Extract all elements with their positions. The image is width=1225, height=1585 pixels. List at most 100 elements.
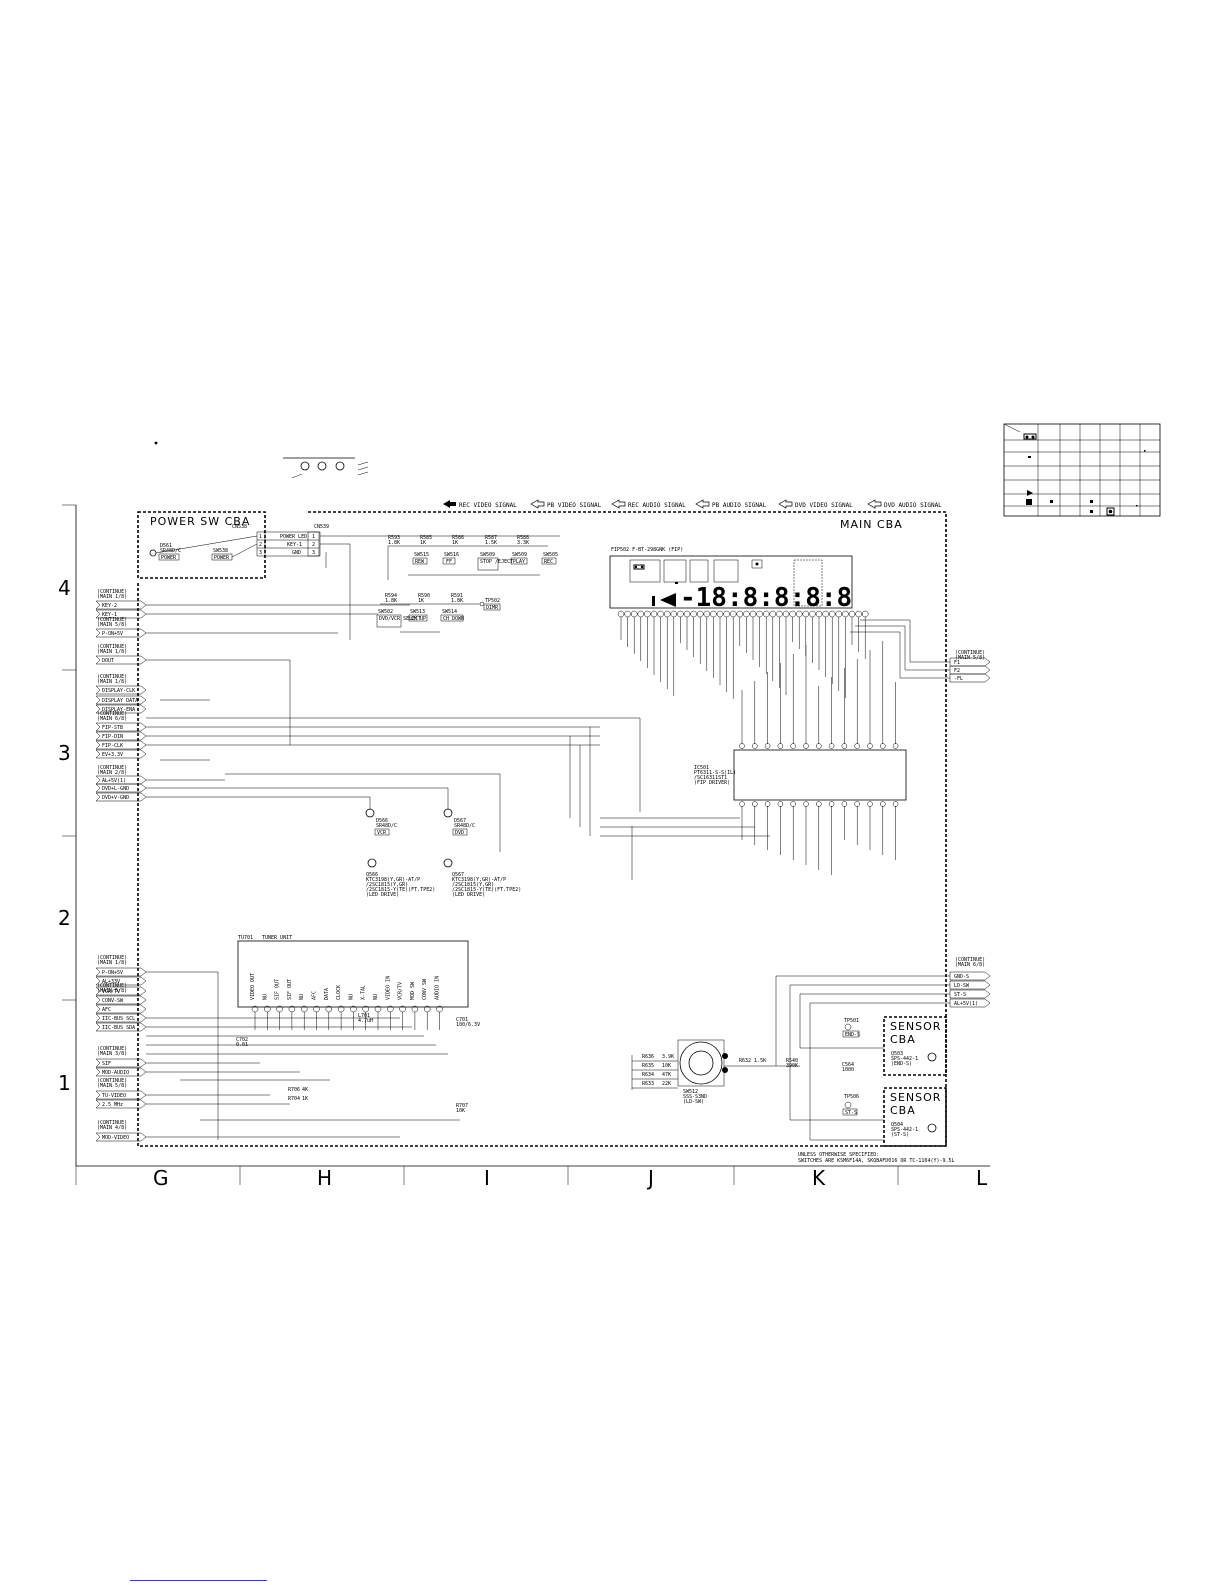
tuner-pin-label: VIDEO IN xyxy=(385,976,391,1000)
ic-pin-bottom xyxy=(854,801,860,807)
svg-text:0.01: 0.01 xyxy=(236,1042,248,1048)
ic-pin-top xyxy=(764,743,771,749)
svg-text:TP501: TP501 xyxy=(844,1018,859,1024)
svg-text:1.8K: 1.8K xyxy=(385,598,397,604)
svg-text:CH UP: CH UP xyxy=(411,616,426,622)
tuner-pin-label: SIF OUT xyxy=(275,979,281,1000)
ic-pin-bottom xyxy=(892,801,899,807)
fip-pin xyxy=(861,610,869,618)
svg-text:SR48D/C: SR48D/C xyxy=(160,548,181,554)
signal-tag xyxy=(95,722,147,732)
ic-pin-bottom xyxy=(752,801,758,807)
svg-text:CN538: CN538 xyxy=(232,524,247,530)
main-cba-label: MAIN CBA xyxy=(840,518,903,531)
fip-driver-ic: IC501 PT6311-S-S(IL) /SC16311ST1 (FIP DR… xyxy=(694,641,907,875)
ic-pin-bottom xyxy=(739,801,745,807)
svg-text:(END-S): (END-S) xyxy=(891,1061,912,1067)
fip-pin xyxy=(855,610,862,618)
svg-text:Q567: Q567 xyxy=(452,872,464,878)
note-line-1: UNLESS OTHERWISE SPECIFIED: xyxy=(798,1152,879,1158)
signal-label: AL+33V xyxy=(102,979,120,985)
note-line-2: SWITCHES ARE KSM6F14A, SKQBAFD016 OR TC-… xyxy=(798,1158,955,1164)
signal-label: FIP-STB xyxy=(102,725,123,731)
svg-text:/SC16311ST1: /SC16311ST1 xyxy=(694,775,727,781)
signal-tag xyxy=(949,657,991,667)
svg-text:SW516: SW516 xyxy=(444,552,459,558)
signal-label: CONV-SW xyxy=(102,998,124,1004)
signal-label: AL+5V(1) xyxy=(102,778,126,784)
sensor-cba-2: SENSOR CBA Q504 SPS-442-1 (ST-S) TP506 S… xyxy=(842,1087,947,1147)
fip-pin xyxy=(663,610,671,618)
svg-text:R587: R587 xyxy=(485,535,497,541)
signal-label: DISPLAY DATA xyxy=(102,698,138,704)
svg-text:Q504: Q504 xyxy=(891,1122,903,1128)
main-tag: (MAIN 6/8) xyxy=(97,716,127,722)
svg-text:4.7uH: 4.7uH xyxy=(358,1018,373,1024)
signal-tag xyxy=(949,980,991,990)
grid-row-4: 4 xyxy=(58,576,71,600)
signal-tag xyxy=(95,1058,147,1068)
svg-text:KEY-1: KEY-1 xyxy=(287,542,302,548)
svg-text:DVD: DVD xyxy=(455,830,464,836)
ic-pin-bottom xyxy=(816,801,822,807)
fip-pin xyxy=(657,610,664,618)
signal-label: VCR/TV xyxy=(102,989,120,995)
ic-pin-top xyxy=(739,743,745,749)
svg-text:SW505: SW505 xyxy=(543,552,558,558)
continue-tag: (CONTINUE) xyxy=(97,589,127,595)
ic-pin-top xyxy=(777,743,784,749)
signal-label: KEY-2 xyxy=(102,603,117,609)
sensor-wiring xyxy=(789,984,950,1141)
svg-text:(ST-S): (ST-S) xyxy=(891,1132,909,1138)
svg-text:POWER LED: POWER LED xyxy=(280,534,307,540)
signal-label: F2 xyxy=(954,668,960,674)
continue-tag: (CONTINUE) xyxy=(97,983,127,989)
svg-text:SW509: SW509 xyxy=(512,552,527,558)
signal-label: MOD-AUDIO xyxy=(102,1070,129,1076)
signal-label: SIF xyxy=(102,1061,111,1067)
svg-text:/2SC1815-Y(TE)(FT.TPE2): /2SC1815-Y(TE)(FT.TPE2) xyxy=(452,887,521,893)
svg-text:C702: C702 xyxy=(236,1037,248,1043)
power-sw-circuit: D561 SR48D/C POWER SW538 POWER CN538 123… xyxy=(149,524,560,640)
signal-legend: REC VIDEO SIGNAL PB VIDEO SIGNAL REC AUD… xyxy=(443,499,942,509)
svg-text:SW502: SW502 xyxy=(378,609,393,615)
svg-text:R585: R585 xyxy=(420,535,432,541)
svg-text:SW515: SW515 xyxy=(414,552,429,558)
signal-tag xyxy=(95,783,147,793)
ic-pin-top xyxy=(867,743,873,749)
signal-tag xyxy=(95,628,147,638)
svg-text:IC501: IC501 xyxy=(694,765,709,771)
svg-text:1K: 1K xyxy=(420,540,426,546)
svg-text:SPS-442-1: SPS-442-1 xyxy=(891,1127,918,1133)
tuner-pin-label: VIDEO OUT xyxy=(250,973,256,1000)
svg-text:R632 1.5K: R632 1.5K xyxy=(739,1058,766,1064)
svg-text:CH DOWN: CH DOWN xyxy=(443,616,464,622)
signal-label: GND-S xyxy=(954,974,969,980)
svg-text:R635: R635 xyxy=(642,1063,654,1069)
ic-pin-top xyxy=(892,743,899,749)
svg-text:END-S: END-S xyxy=(845,1032,860,1038)
main-tag: (MAIN 1/8) xyxy=(97,594,127,600)
svg-text:REC: REC xyxy=(544,559,553,565)
svg-text:(FIP DRIVER): (FIP DRIVER) xyxy=(694,780,730,786)
svg-text:SW538: SW538 xyxy=(213,548,228,554)
svg-text:3.3K: 3.3K xyxy=(517,540,529,546)
svg-text:(LED DRIVE): (LED DRIVE) xyxy=(366,892,399,898)
legend-dvd-video: DVD VIDEO SIGNAL xyxy=(795,502,853,509)
svg-text:VCR: VCR xyxy=(377,830,387,836)
ic-pin-top xyxy=(854,743,860,749)
svg-text:/2SC1815(Y,GR): /2SC1815(Y,GR) xyxy=(366,882,408,888)
svg-text:1.8K: 1.8K xyxy=(388,540,400,546)
svg-text:TP506: TP506 xyxy=(844,1094,859,1100)
signal-tag xyxy=(95,1099,147,1109)
signal-label: DOUT xyxy=(102,658,114,664)
svg-text:D567: D567 xyxy=(454,818,466,824)
signal-tag xyxy=(95,600,147,610)
fip-pin xyxy=(617,610,625,618)
signal-tag xyxy=(95,695,147,705)
page-footer-rule xyxy=(130,1580,267,1581)
grid-col-h: H xyxy=(317,1166,332,1190)
grid-col-j: J xyxy=(646,1166,654,1190)
svg-text:2: 2 xyxy=(312,542,315,548)
tuner-pin-label: NU xyxy=(262,994,268,1000)
